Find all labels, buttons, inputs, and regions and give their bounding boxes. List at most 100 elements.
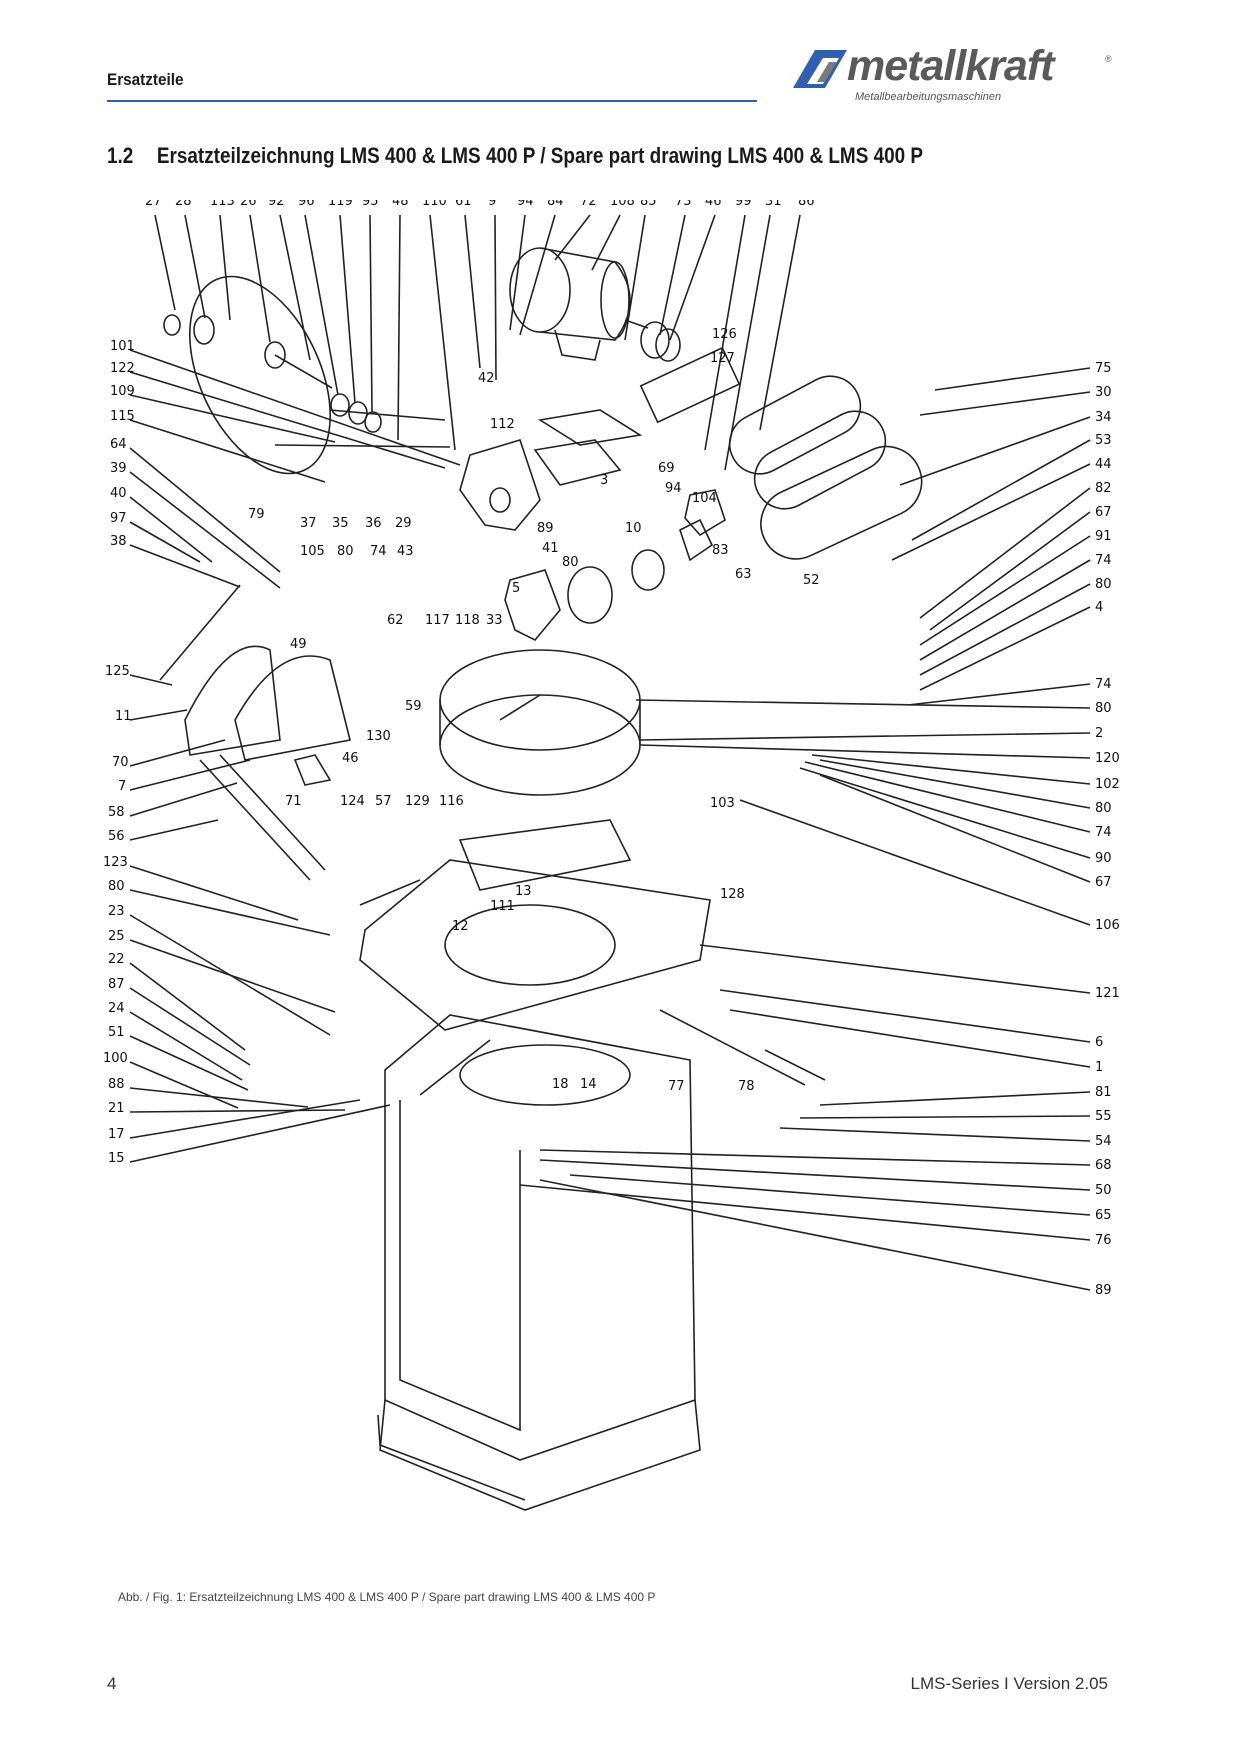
- callout-number: 124: [340, 794, 365, 809]
- callout-number: 76: [1095, 1233, 1112, 1248]
- callout-number: 110: [422, 200, 447, 209]
- callout-number: 9: [488, 200, 496, 209]
- callout-number: 105: [300, 544, 325, 559]
- callout-number: 80: [1095, 801, 1112, 816]
- callout-number: 65: [1095, 1208, 1112, 1223]
- callout-number: 111: [490, 899, 515, 914]
- callout-number: 63: [735, 567, 752, 582]
- callout-number: 78: [738, 1079, 755, 1094]
- callout-number: 126: [712, 327, 737, 342]
- drawing-artwork: [129, 214, 1091, 1511]
- callout-number: 95: [362, 200, 379, 209]
- callout-number: 101: [110, 339, 135, 354]
- callout-number: 57: [375, 794, 392, 809]
- callout-number: 87: [108, 977, 125, 992]
- callout-number: 90: [1095, 851, 1112, 866]
- callout-number: 67: [1095, 505, 1112, 520]
- callout-number: 30: [1095, 385, 1112, 400]
- callout-number: 80: [108, 879, 125, 894]
- callout-number: 51: [108, 1025, 125, 1040]
- callout-number: 79: [248, 507, 265, 522]
- callout-number: 12: [452, 919, 469, 934]
- callout-number: 115: [110, 409, 135, 424]
- callout-number: 103: [710, 796, 735, 811]
- callout-number: 125: [105, 664, 130, 679]
- callout-number: 44: [1095, 457, 1112, 472]
- callout-number: 29: [395, 516, 412, 531]
- callout-number: 61: [455, 200, 472, 209]
- logo-wordmark: metallkraft: [847, 42, 1054, 90]
- exploded-parts-drawing: 2728113269296119954811061994847210885734…: [103, 200, 1120, 1511]
- callout-number: 106: [1095, 918, 1120, 933]
- callout-number: 3: [600, 473, 608, 488]
- callout-number: 24: [108, 1001, 125, 1016]
- callout-number: 67: [1095, 875, 1112, 890]
- callout-number: 46: [342, 751, 359, 766]
- callout-number: 130: [366, 729, 391, 744]
- callout-number: 120: [1095, 751, 1120, 766]
- callout-number: 49: [290, 637, 307, 652]
- callout-number: 18: [552, 1077, 569, 1092]
- callout-number: 122: [110, 361, 135, 376]
- callout-number: 42: [478, 371, 495, 386]
- page-number: 4: [107, 1674, 117, 1693]
- callout-number: 74: [1095, 825, 1112, 840]
- callout-number: 74: [370, 544, 387, 559]
- callout-number: 117: [425, 613, 450, 628]
- callout-number: 39: [110, 461, 127, 476]
- callout-number: 31: [765, 200, 782, 209]
- callout-number: 25: [108, 929, 125, 944]
- callout-number: 89: [537, 521, 554, 536]
- callout-number: 14: [580, 1077, 597, 1092]
- callout-number: 70: [112, 755, 129, 770]
- callout-number: 1: [1095, 1060, 1103, 1075]
- callout-number: 109: [110, 384, 135, 399]
- brand-logo: metallkraft ® Metallbearbeitungsmaschine…: [785, 42, 1115, 108]
- callout-number: 81: [1095, 1085, 1112, 1100]
- callout-number: 97: [110, 511, 127, 526]
- callout-number: 116: [439, 794, 464, 809]
- callout-number: 104: [692, 491, 717, 506]
- callout-number: 71: [285, 794, 302, 809]
- callout-number: 48: [392, 200, 409, 209]
- callout-number: 80: [562, 555, 579, 570]
- callout-number: 85: [640, 200, 657, 209]
- callout-number: 108: [610, 200, 635, 209]
- callout-number: 123: [103, 855, 128, 870]
- callout-number: 127: [710, 351, 735, 366]
- callout-number: 46: [705, 200, 722, 209]
- callout-number: 94: [665, 481, 682, 496]
- callout-number: 74: [1095, 677, 1112, 692]
- callout-number: 53: [1095, 433, 1112, 448]
- callout-number: 128: [720, 887, 745, 902]
- callout-number: 6: [1095, 1035, 1103, 1050]
- callout-number: 11: [115, 709, 132, 724]
- callout-number: 96: [298, 200, 315, 209]
- callout-number: 74: [1095, 553, 1112, 568]
- logo-registered-mark: ®: [1105, 54, 1112, 64]
- callout-number: 10: [625, 521, 642, 536]
- callout-number: 50: [1095, 1183, 1112, 1198]
- callout-number: 59: [405, 699, 422, 714]
- callout-number: 112: [490, 417, 515, 432]
- callout-number: 13: [515, 884, 532, 899]
- callout-number: 73: [675, 200, 692, 209]
- callout-number: 56: [108, 829, 125, 844]
- logo-mark-icon: [793, 50, 847, 88]
- callout-number: 64: [110, 437, 127, 452]
- callout-number: 84: [547, 200, 564, 209]
- callout-number: 82: [1095, 481, 1112, 496]
- callout-number: 52: [803, 573, 820, 588]
- callout-number: 36: [365, 516, 382, 531]
- callout-number: 54: [1095, 1134, 1112, 1149]
- callout-number: 23: [108, 904, 125, 919]
- callout-number: 80: [1095, 577, 1112, 592]
- callout-number: 80: [337, 544, 354, 559]
- callout-number: 83: [712, 543, 729, 558]
- callout-number: 28: [175, 200, 192, 209]
- callout-number: 40: [110, 486, 127, 501]
- callout-number: 4: [1095, 600, 1103, 615]
- callout-number: 15: [108, 1151, 125, 1166]
